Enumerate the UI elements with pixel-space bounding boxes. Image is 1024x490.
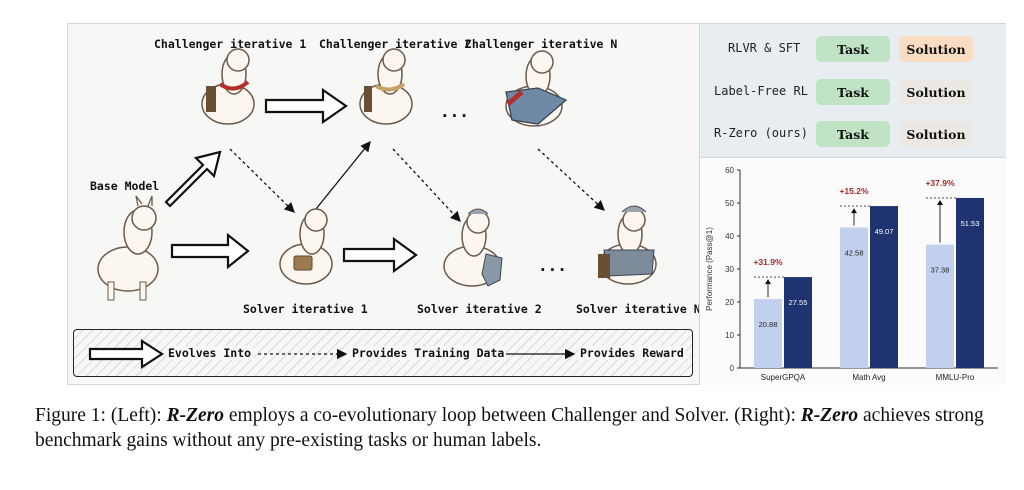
base-model-label: Base Model — [90, 179, 160, 193]
legend-evolves-label: Evolves Into — [166, 346, 254, 360]
caption-part-1: Figure 1: (Left): — [35, 405, 167, 426]
pill-solution-rlvr-sft: Solution — [899, 36, 973, 62]
y-tick-label: 60 — [725, 166, 734, 175]
challenger-2-label: Challenger iterative 2 — [319, 37, 472, 51]
y-axis-label: Performance (Pass@1) — [705, 227, 714, 311]
solver-N-alpaca-illustration — [598, 205, 657, 285]
x-category-label: SuperGPQA — [761, 373, 806, 382]
bar-math-avg-r-zero — [870, 206, 898, 368]
gain-arrow-head — [937, 199, 943, 205]
pill-task-label-free-rl: Task — [816, 79, 890, 105]
ellipsis-solvers: ... — [538, 256, 567, 275]
ellipsis-challengers: ... — [440, 102, 469, 121]
gain-arrow-head — [765, 279, 771, 285]
y-tick-label: 30 — [725, 265, 734, 274]
bar-math-avg-baseline — [840, 227, 868, 368]
x-category-label: Math Avg — [852, 373, 885, 382]
challenger-N-label: Challenger iterative N — [465, 37, 618, 51]
bar-value-label: 49.07 — [875, 227, 894, 236]
diagram-arrows — [97, 48, 657, 301]
legend-training-label: Provides Training Data — [350, 346, 507, 360]
bar-value-label: 37.38 — [931, 266, 950, 275]
training-arrow-c1-to-s1 — [229, 148, 295, 213]
y-tick-label: 50 — [725, 199, 734, 208]
evolves-arrow-solver-1-to-2 — [170, 232, 250, 270]
y-tick-label: 40 — [725, 232, 734, 241]
gain-annotation: +31.9% — [753, 257, 783, 267]
pill-task-r-zero: Task — [816, 121, 890, 147]
caption-emphasis-1: R-Zero — [166, 405, 224, 426]
bar-mmlu-pro-r-zero — [956, 197, 984, 368]
challenger-N-alpaca-illustration — [505, 50, 568, 127]
bar-value-label: 42.58 — [845, 248, 864, 257]
y-tick-label: 10 — [725, 331, 734, 340]
legend-reward-label: Provides Reward — [578, 346, 686, 360]
caption-emphasis-2: R-Zero — [800, 405, 859, 426]
figure-caption: Figure 1: (Left): R-Zero employs a co-ev… — [35, 403, 995, 453]
pill-task-rlvr-sft: Task — [816, 36, 890, 62]
bar-value-label: 51.53 — [961, 219, 980, 228]
x-category-label: MMLU-Pro — [936, 373, 975, 382]
evolves-arrow-solver-2-to-3 — [342, 236, 418, 274]
y-tick-label: 20 — [725, 298, 734, 307]
row-label-rlvr-sft: RLVR & SFT — [728, 41, 801, 55]
training-arrow-cN-to-sN — [537, 148, 605, 211]
row-label-r-zero: R-Zero (ours) — [714, 126, 808, 140]
pill-solution-label-free-rl: Solution — [899, 79, 973, 105]
bar-mmlu-pro-baseline — [926, 244, 954, 368]
evolves-arrow-challenger-1-to-2 — [264, 87, 348, 125]
comparison-table: RLVR & SFT Task Solution Label-Free RL T… — [699, 24, 1006, 157]
evolves-arrow-base-to-challenger — [164, 150, 222, 208]
challenger-2-alpaca-illustration — [359, 48, 413, 125]
co-evolution-diagram: Challenger iterative 1 Challenger iterat… — [68, 24, 701, 384]
challenger-1-alpaca-illustration — [201, 48, 255, 125]
caption-part-3: achieves strong benchmark gains without … — [35, 405, 984, 451]
legend-arrow-samples — [88, 338, 576, 370]
solver-1-label: Solver iterative 1 — [243, 302, 368, 316]
row-label-label-free-rl: Label-Free RL — [714, 84, 808, 98]
pill-solution-r-zero: Solution — [899, 121, 973, 147]
bar-value-label: 27.55 — [789, 298, 808, 307]
bar-value-label: 20.88 — [759, 320, 778, 329]
gain-annotation: +15.2% — [839, 186, 869, 196]
solver-N-label: Solver iterative N — [576, 302, 701, 316]
bar-supergpqa-baseline — [754, 299, 782, 368]
base-model-alpaca-illustration — [97, 195, 159, 301]
gain-annotation: +37.9% — [925, 178, 955, 188]
training-arrow-c2-to-s2 — [392, 148, 461, 222]
y-tick-label: 0 — [730, 364, 735, 373]
reward-arrow-s1-to-c2 — [315, 140, 371, 210]
bar-supergpqa-r-zero — [784, 277, 812, 368]
caption-part-2: employs a co-evolutionary loop between C… — [224, 405, 801, 426]
legend-hollow-arrow — [88, 338, 165, 370]
diagram-legend: Evolves Into Provides Training Data Prov… — [73, 329, 693, 377]
gain-arrow-head — [851, 208, 857, 214]
solver-1-alpaca-illustration — [279, 208, 333, 285]
figure-frame: Challenger iterative 1 Challenger iterat… — [67, 23, 1006, 385]
solver-2-alpaca-illustration — [443, 208, 503, 287]
challenger-1-label: Challenger iterative 1 — [154, 37, 307, 51]
solver-2-label: Solver iterative 2 — [417, 302, 542, 316]
